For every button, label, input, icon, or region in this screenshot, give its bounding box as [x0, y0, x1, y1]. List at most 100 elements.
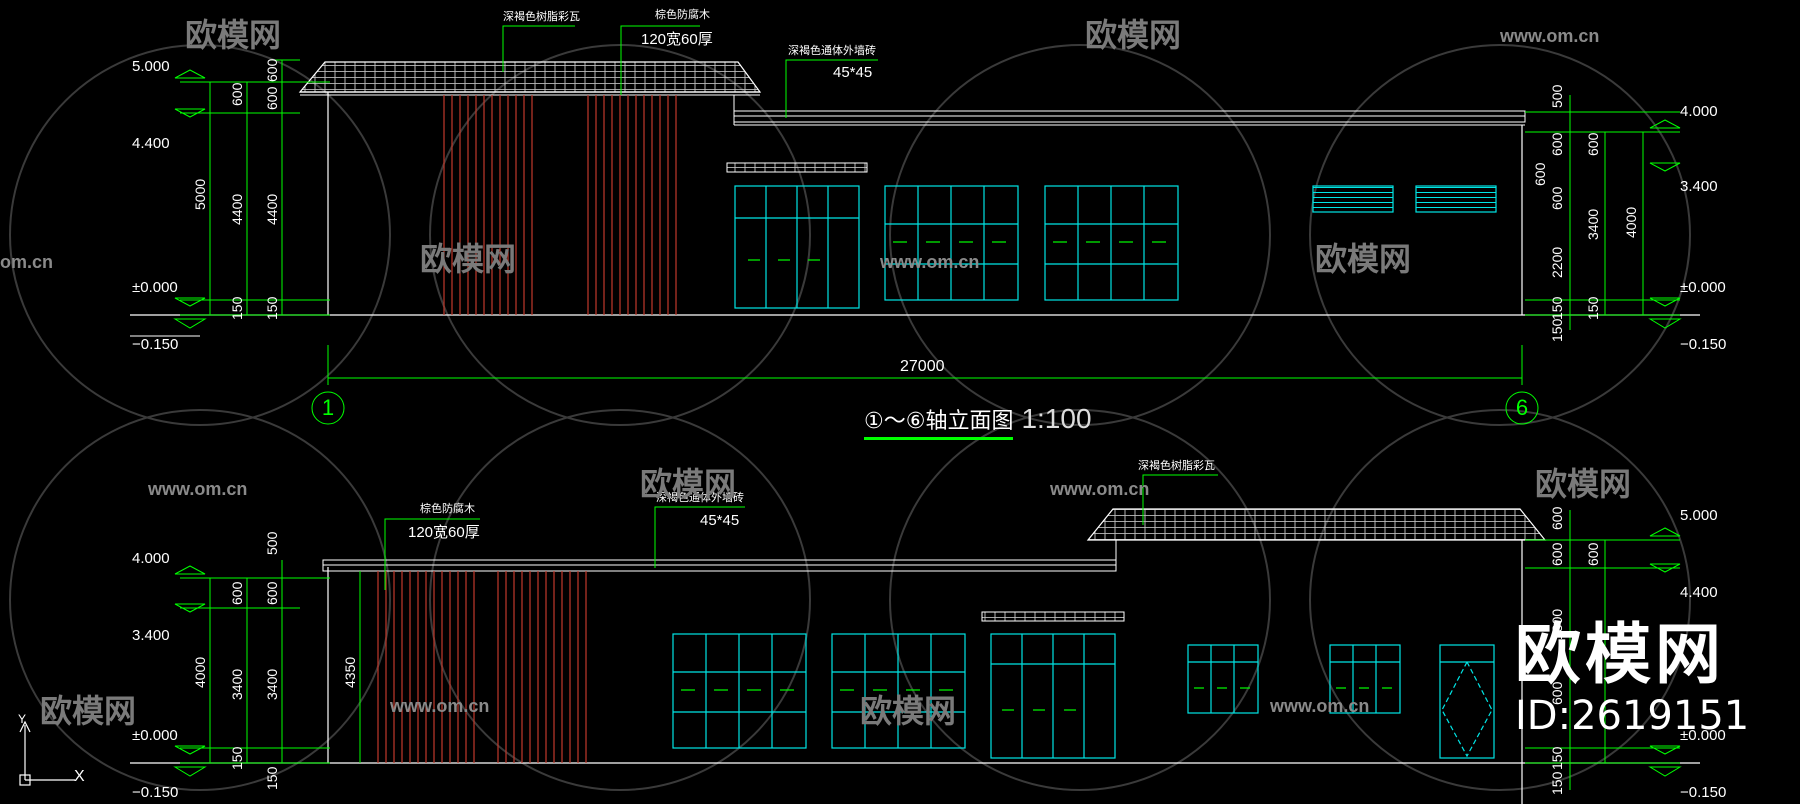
dimension-text: 600: [1549, 132, 1565, 156]
dimension-text: 4000: [192, 657, 208, 688]
level-label: −0.150: [1680, 336, 1726, 353]
dimension-text: 150: [1585, 296, 1601, 320]
dimension-text: 5000: [192, 179, 208, 210]
note-text: 45*45: [833, 64, 872, 81]
level-label: ±0.000: [1680, 279, 1726, 296]
note-text: 深褐色树脂彩瓦: [503, 9, 580, 23]
top-left-dims: [173, 59, 330, 329]
note-text: 深褐色通体外墙砖: [788, 43, 876, 57]
level-label: −0.150: [1680, 784, 1726, 801]
dimension-text: 600: [1549, 186, 1565, 210]
watermark-url: www.om.cn: [147, 479, 247, 499]
watermark-brand: 欧模网: [40, 692, 136, 730]
level-label: 4.400: [1680, 584, 1718, 601]
level-label: 5.000: [132, 58, 170, 75]
top-roof: [298, 61, 762, 96]
dimension-text: 1800: [1549, 609, 1565, 640]
dimension-text: 600: [264, 581, 280, 605]
dimension-text: 3400: [264, 669, 280, 700]
watermark-url: www.om.cn: [1049, 479, 1149, 499]
level-label: −0.150: [132, 336, 178, 353]
badge-id: ID:2619151: [1515, 693, 1750, 739]
watermark-brand: 欧模网: [420, 240, 516, 278]
level-label: 4.000: [132, 550, 170, 567]
note-text: 120宽60厚: [641, 31, 713, 48]
dimension-text: 600: [1549, 506, 1565, 530]
note-text: 棕色防腐木: [420, 501, 475, 515]
watermark-brand: 欧模网: [1535, 465, 1631, 503]
level-label: ±0.000: [132, 279, 178, 296]
dimension-text: 150: [229, 296, 245, 320]
note-text: 深褐色通体外墙砖: [656, 490, 744, 504]
dimension-text: 4350: [342, 657, 358, 688]
level-label: 5.000: [1680, 507, 1718, 524]
dimension-text: 150: [264, 766, 280, 790]
watermark-url: om.cn: [0, 252, 53, 272]
bottom-left-dims: [173, 560, 361, 777]
dimension-text: 500: [1549, 84, 1565, 108]
note-text: 深褐色树脂彩瓦: [1138, 458, 1215, 472]
watermark-brand: 欧模网: [1085, 16, 1181, 54]
dimension-text: 150: [1549, 296, 1565, 320]
bottom-roof: [1086, 508, 1547, 541]
dimension-text: 150: [1549, 746, 1565, 770]
top-louver-1: [1312, 185, 1394, 213]
dimension-text: 600: [1585, 132, 1601, 156]
level-label: 3.400: [132, 627, 170, 644]
top-parapet: [733, 95, 1526, 126]
note-text: 45*45: [700, 512, 739, 529]
dimension-text: 600: [229, 82, 245, 106]
dimension-text: 4400: [264, 194, 280, 225]
top-right-dims: [1525, 95, 1682, 330]
ucs-x-label: X: [74, 768, 85, 785]
top-window-1: [884, 185, 1019, 301]
watermark-url: www.om.cn: [1499, 26, 1599, 46]
drawing-title: ①～⑥轴立面图 1:100: [864, 403, 1092, 440]
dimension-text: 500: [264, 531, 280, 555]
watermark-brand: 欧模网: [1315, 240, 1411, 278]
top-awning: [726, 162, 868, 173]
watermark-brand: 欧模网: [860, 692, 956, 730]
dimension-text: 150: [264, 296, 280, 320]
bottom-window-3: [1187, 644, 1259, 714]
dimension-text: 600: [1549, 542, 1565, 566]
level-label: 3.400: [1680, 178, 1718, 195]
level-label: ±0.000: [1680, 727, 1726, 744]
axis-label-start: 1: [321, 395, 335, 420]
dimension-text: 3400: [229, 669, 245, 700]
ucs-y-label: Y: [18, 712, 27, 726]
bottom-parapet: [322, 540, 1117, 572]
top-elevation: [130, 25, 1700, 425]
dimension-text: 2200: [1549, 247, 1565, 278]
watermark-url: www.om.cn: [389, 696, 489, 716]
drawing-text-layer: 5.000 4.400 ±0.000 −0.150 4.000 3.400 ±0.000 −0…: [0, 7, 1726, 801]
top-overall-dim: [311, 345, 1539, 425]
bottom-leaders: [384, 474, 1218, 590]
watermark-url: www.om.cn: [879, 252, 979, 272]
bottom-wood-slats: [377, 571, 587, 763]
bottom-awning: [981, 611, 1125, 622]
bottom-door: [990, 633, 1116, 759]
badge-brand: 欧模网: [1515, 616, 1725, 693]
dimension-text: 4400: [229, 194, 245, 225]
level-label: ±0.000: [132, 727, 178, 744]
top-door: [734, 185, 860, 309]
dimension-text: 150: [1549, 318, 1565, 342]
watermark-brand: 欧模网: [185, 16, 281, 54]
dimension-text: 600: [1549, 681, 1565, 705]
top-window-2: [1044, 185, 1179, 301]
watermark-brand: 欧模网: [640, 465, 736, 503]
dimension-text: 150: [229, 746, 245, 770]
dimension-text: 3400: [1585, 209, 1601, 240]
level-label: −0.150: [132, 784, 178, 801]
note-text: 棕色防腐木: [655, 7, 710, 21]
watermark-url: www.om.cn: [1269, 696, 1369, 716]
bottom-window-4: [1329, 644, 1401, 714]
overall-dimension: 27000: [900, 358, 945, 375]
bottom-side-door: [1439, 644, 1495, 759]
drawing-scale: 1:100: [1021, 403, 1092, 434]
bottom-elevation: [19, 474, 1700, 804]
dimension-text: 600: [1585, 542, 1601, 566]
watermark-circles: [9, 44, 1691, 791]
